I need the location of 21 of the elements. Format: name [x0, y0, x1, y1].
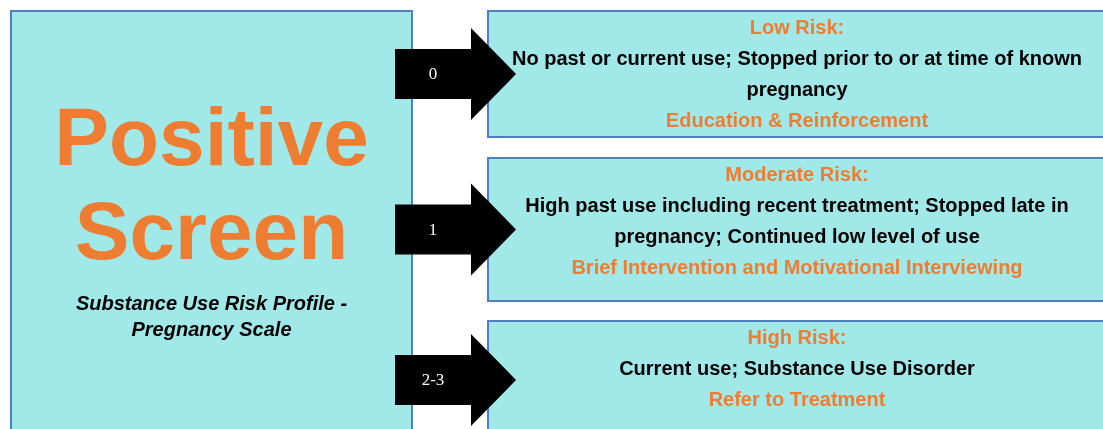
block-arrow: [395, 334, 516, 426]
action-text: Brief Intervention and Motivational Interviewing: [570, 255, 1024, 280]
risk-heading: Moderate Risk:: [724, 162, 870, 187]
risk-heading: Low Risk:: [748, 15, 846, 40]
edge-label: 2-3: [421, 370, 445, 390]
edge-label: 0: [428, 64, 438, 84]
block-arrow: [395, 183, 516, 276]
risk-box: [487, 320, 1103, 429]
title-text: Positive Screen: [53, 90, 370, 278]
risk-description: High past use including recent treatment; Stopped late in pregnancy; Continued low level of use: [524, 193, 1070, 249]
subtitle-text: Substance Use Risk Profile - Pregnancy Scale: [74, 291, 349, 342]
action-text: Refer to Treatment: [707, 387, 887, 412]
edge-label: 1: [428, 219, 438, 240]
risk-description: No past or current use; Stopped prior to or at time of known pregnancy: [511, 46, 1083, 102]
block-arrow: [395, 28, 516, 120]
risk-box: [487, 10, 1103, 138]
risk-heading: High Risk:: [746, 325, 848, 350]
risk-box: [487, 157, 1103, 302]
action-text: Education & Reinforcement: [664, 108, 930, 133]
risk-description: Current use; Substance Use Disorder: [618, 356, 976, 381]
screen-panel: [10, 10, 413, 429]
